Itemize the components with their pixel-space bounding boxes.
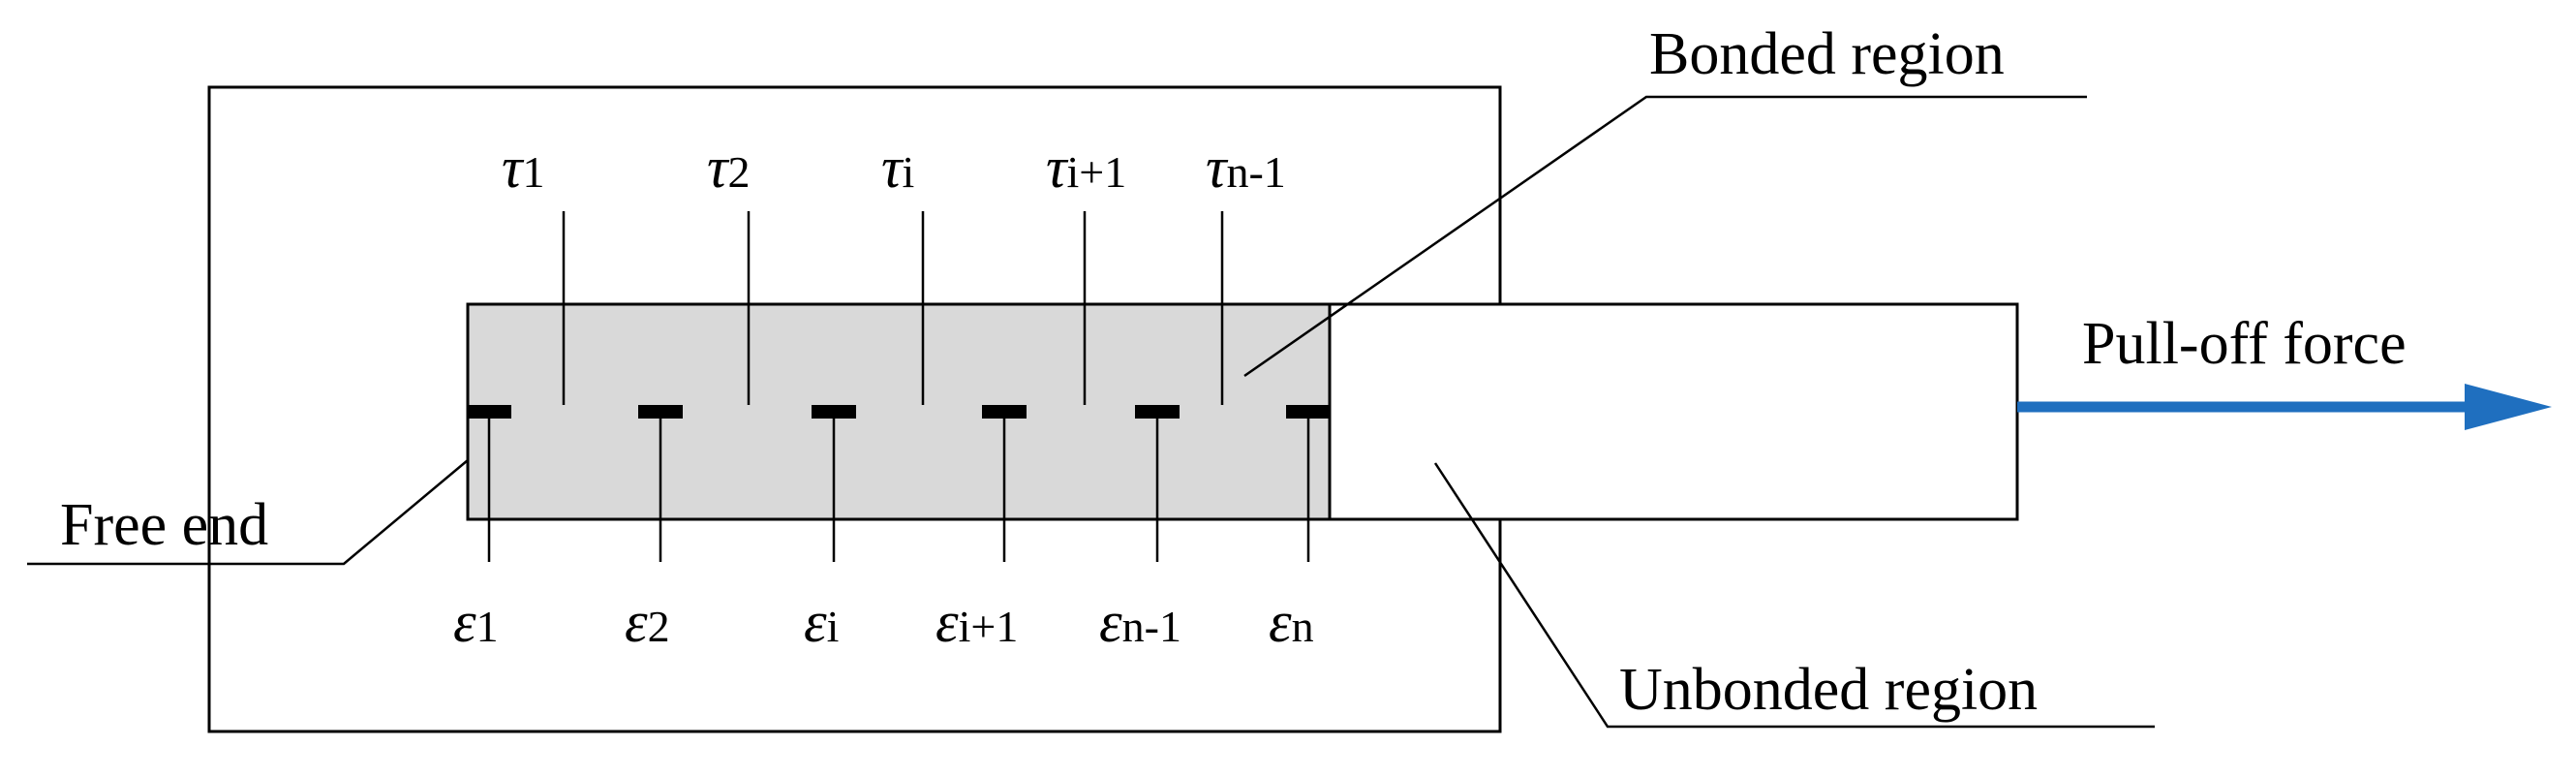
bonded-region-label: Bonded region [1649,21,2005,87]
tau-label-i-plus-1: τi+1 [1046,136,1126,200]
strain-gauge-i [812,405,856,419]
unbonded-region-leader [1433,462,2155,729]
epsilon-label-i-plus-1: εi+1 [935,590,1018,654]
epsilon-label-i: εi [804,590,839,654]
free-end-leader [27,459,469,566]
pull-off-force-label: Pull-off force [2082,311,2407,377]
epsilon-label-1: ε1 [453,590,499,654]
strain-gauge-n-minus-1 [1135,405,1180,419]
unbonded-region-rect [1328,302,2019,521]
strain-gauges [467,405,1331,419]
epsilon-leaders [487,419,1310,562]
epsilon-label-n-minus-1: εn-1 [1099,590,1181,654]
strain-gauge-n [1286,405,1331,419]
strain-gauge-1 [467,405,511,419]
bonded-region-leader [1243,95,2087,378]
tau-label-i: τi [881,136,914,200]
epsilon-label-2: ε2 [625,590,670,654]
strain-gauge-2 [638,405,683,419]
tau-label-n-minus-1: τn-1 [1206,136,1286,200]
free-end-label: Free end [60,492,268,558]
strain-gauge-i-plus-1 [982,405,1027,419]
bonded-region-rect [466,302,1332,521]
unbonded-region-label: Unbonded region [1619,657,2038,723]
tau-leaders [562,211,1224,405]
epsilon-label-n: εn [1269,590,1314,654]
tau-label-1: τ1 [502,136,544,200]
pull-off-arrow-head [2465,384,2552,430]
tau-label-2: τ2 [707,136,750,200]
